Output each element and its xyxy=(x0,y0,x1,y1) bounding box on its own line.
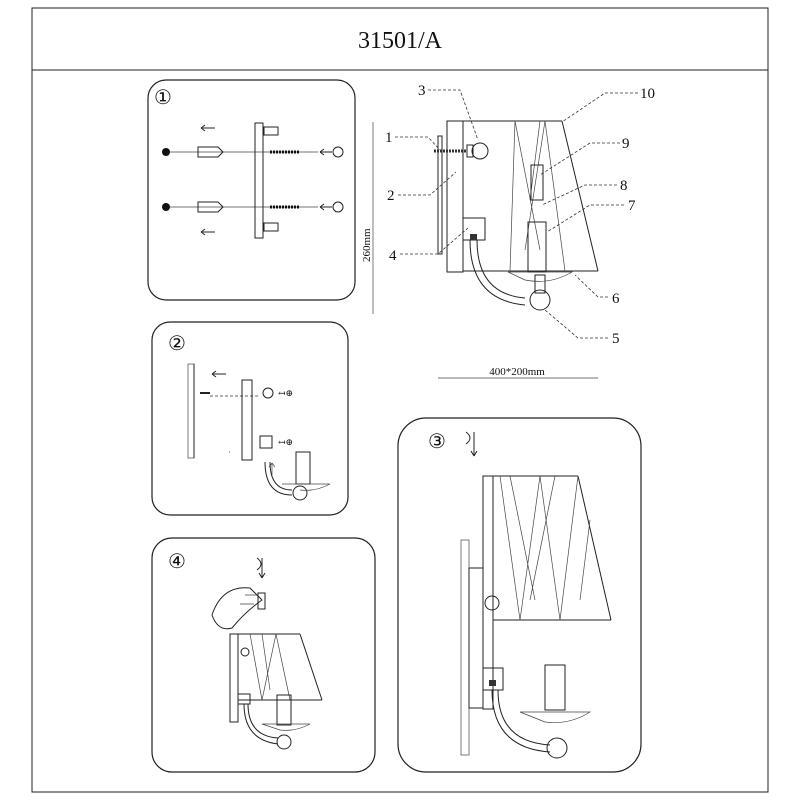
mounting-bracket xyxy=(254,122,264,239)
callout-8: 8 xyxy=(620,178,628,194)
callout-9: 9 xyxy=(622,136,630,152)
svg-text:·: · xyxy=(228,448,231,457)
sheet-title: 31501/A xyxy=(358,28,443,54)
svg-text:↤⊕: ↤⊕ xyxy=(278,437,293,447)
callout-7: 7 xyxy=(628,198,636,214)
svg-text:↤⊕: ↤⊕ xyxy=(278,388,293,398)
wall-anchor-screw-bottom xyxy=(162,201,344,236)
callout-2: 2 xyxy=(387,188,395,204)
callout-1: 1 xyxy=(385,130,393,146)
callout-10: 10 xyxy=(640,86,655,102)
step-3-panel: ③ xyxy=(397,417,642,773)
callout-6: 6 xyxy=(612,291,620,307)
callout-4: 4 xyxy=(389,248,397,264)
wall-anchor-screw-top xyxy=(162,124,344,158)
sheet-border xyxy=(31,7,769,793)
step-4-panel: ④ xyxy=(151,537,376,773)
height-dimension: 260mm xyxy=(361,228,373,262)
size-dimension: 400*200mm xyxy=(489,366,545,378)
exploded-view: 260mm 400*200mm 1 2 3 4 5 6 xyxy=(361,83,655,379)
step-4-label: ④ xyxy=(168,551,186,573)
step-3-label: ③ xyxy=(428,431,446,453)
step-1-label: ① xyxy=(154,87,172,109)
step-1-panel: ① xyxy=(147,79,356,301)
step-2-panel: ② ↤⊕ ↤⊕ · xyxy=(151,321,349,516)
step-2-label: ② xyxy=(168,333,186,355)
callout-5: 5 xyxy=(612,331,620,347)
callout-3: 3 xyxy=(418,83,426,99)
